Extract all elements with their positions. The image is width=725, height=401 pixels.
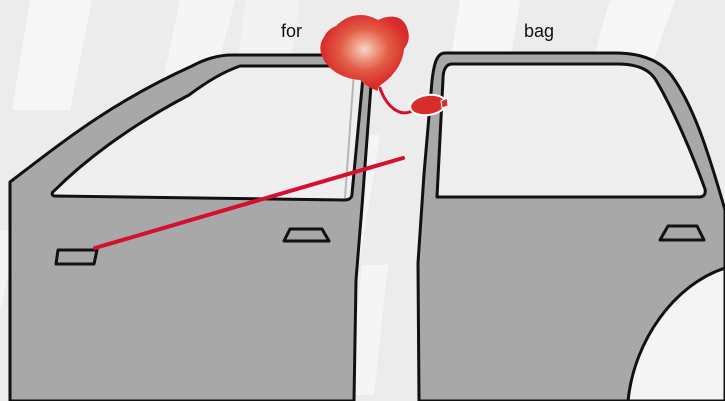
right-door-handle xyxy=(658,224,706,242)
left-door-handle-front xyxy=(54,248,99,266)
label-bag: bag xyxy=(524,21,555,41)
air-hose xyxy=(378,86,416,115)
air-wedge-bag xyxy=(320,15,449,117)
right-car-door xyxy=(416,51,725,401)
hand-pump-tip xyxy=(440,97,449,109)
left-door-inner-edge xyxy=(344,71,355,199)
right-window xyxy=(435,62,707,199)
label-for: for xyxy=(281,21,303,41)
left-door-handle-rear xyxy=(282,227,331,243)
long-reach-tool xyxy=(93,156,405,250)
air-wedge-bag-body xyxy=(320,15,409,91)
